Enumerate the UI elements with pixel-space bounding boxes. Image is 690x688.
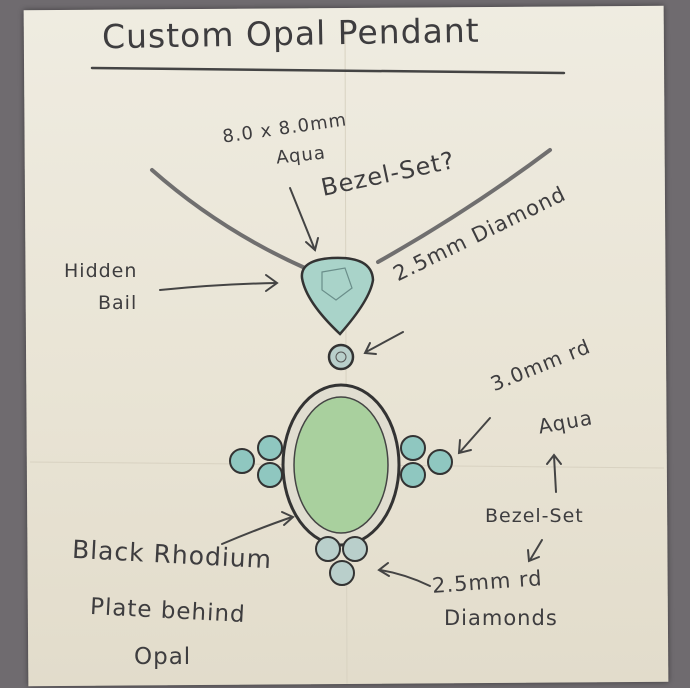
chain-right — [376, 148, 552, 264]
page-title: Custom Opal Pendant — [101, 10, 480, 57]
bail-label-line1: Hidden — [64, 260, 138, 282]
arrow-top-stone — [289, 187, 316, 251]
backing-label-line3: Opal — [134, 644, 192, 670]
stone-facet — [321, 267, 353, 301]
bottom-diamonds-label: Diamonds — [444, 606, 558, 630]
chain-left — [150, 168, 307, 270]
arrow-bezel-up — [553, 455, 557, 493]
arrow-diamond — [365, 331, 404, 353]
bail-label-line2: Bail — [98, 292, 138, 314]
top-aqua-stone — [300, 256, 375, 336]
side-stones-setting-label: Bezel-Set — [485, 505, 584, 527]
arrow-backing — [221, 516, 293, 545]
arrow-bail — [159, 282, 277, 291]
arrow-bezel-down — [529, 539, 543, 561]
right-aqua-cluster — [400, 435, 453, 488]
opal-stone — [293, 396, 389, 534]
arrow-aqua — [459, 417, 491, 453]
title-underline — [90, 66, 566, 75]
bottom-diamond-cluster — [315, 536, 368, 586]
arrow-bottom-diamonds — [379, 569, 431, 587]
small-diamond — [327, 343, 355, 371]
left-aqua-cluster — [229, 435, 283, 488]
